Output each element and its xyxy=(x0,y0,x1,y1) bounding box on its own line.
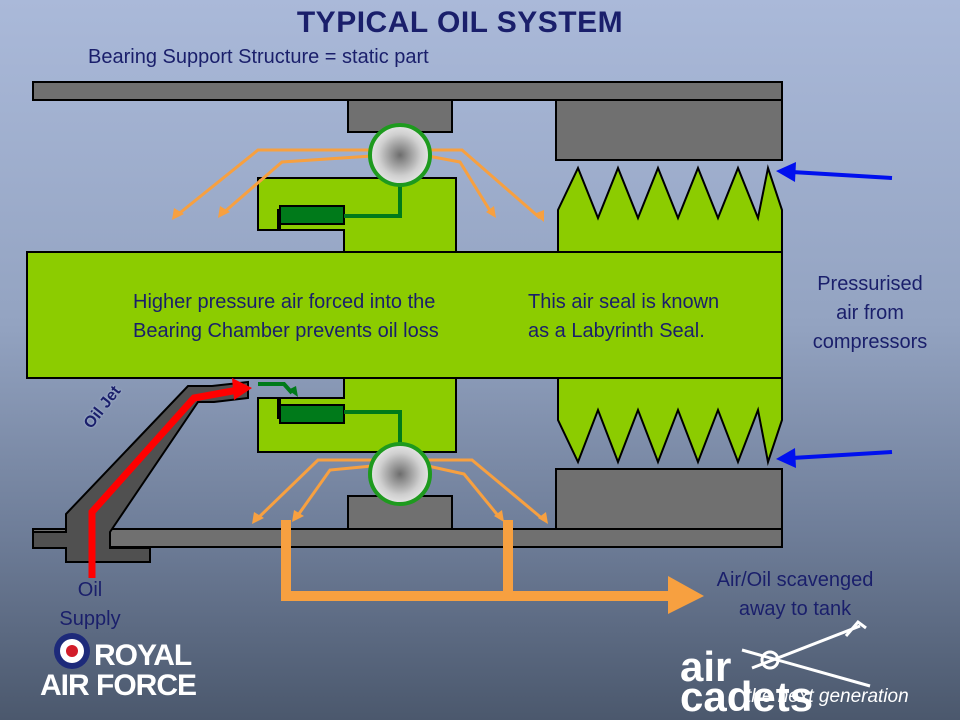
labyrinth-seal-note-line1: This air seal is known xyxy=(528,291,720,313)
oil-jet-deflect-arrowhead xyxy=(288,386,298,397)
upper-support-bar xyxy=(32,81,783,101)
lower-seal-housing xyxy=(555,468,783,530)
scavenge-arrowhead xyxy=(668,576,704,614)
bearing-support-caption: Bearing Support Structure = static part xyxy=(88,46,429,68)
scavenge-label: Air/Oil scavenged away to tank xyxy=(690,566,900,624)
bearing-chamber-note: Higher pressure air forced into the Bear… xyxy=(133,288,439,346)
lower-bearing xyxy=(368,442,432,506)
upper-oil-mist-arrows xyxy=(175,148,541,220)
oil-supply-label: Oil Supply xyxy=(50,576,130,634)
pressurised-air-line3: compressors xyxy=(812,331,928,353)
air-cadets-logo: air cadets xyxy=(680,643,814,720)
pressurised-air-line1: Pressurised xyxy=(817,273,923,295)
oil-jet-arrowhead xyxy=(232,378,252,400)
oil-jet-deflect-arrow xyxy=(258,382,294,395)
raf-roundel-inner xyxy=(66,645,78,657)
lower-oil-mist-arrows xyxy=(254,458,545,522)
oil-supply-line xyxy=(88,386,239,578)
raf-logo: ROYAL AIR FORCE xyxy=(40,639,197,702)
oil-jet-pipe xyxy=(32,380,249,563)
lower-air-arrow xyxy=(791,450,893,460)
lower-oil-seal-pad xyxy=(279,404,345,424)
labyrinth-seal-note: This air seal is known as a Labyrinth Se… xyxy=(528,288,719,346)
air-cadets-word-air: air xyxy=(680,643,732,690)
upper-air-arrow xyxy=(791,170,893,180)
lower-support-bar xyxy=(32,528,783,548)
lower-labyrinth-seal xyxy=(557,377,783,466)
rotating-shaft xyxy=(26,251,783,379)
scavenge-line1: Air/Oil scavenged xyxy=(716,569,874,591)
lower-oil-mist-arrowheads xyxy=(252,510,548,524)
lower-chamber-seal xyxy=(257,377,457,453)
upper-bearing xyxy=(368,123,432,187)
upper-oil-mist-arrowheads xyxy=(172,206,544,222)
raf-logo-airforce: AIR FORCE xyxy=(40,669,197,702)
scavenge-line2: away to tank xyxy=(738,598,852,620)
labyrinth-seal-note-line2: as a Labyrinth Seal. xyxy=(528,320,705,342)
lower-air-arrowhead xyxy=(776,448,796,468)
lower-seal-feed-line xyxy=(344,410,402,446)
upper-seal-feed-line xyxy=(344,180,402,218)
bearing-chamber-note-line2: Bearing Chamber prevents oil loss xyxy=(133,320,439,342)
scavenge-pipe xyxy=(281,520,668,601)
raf-logo-royal: ROYAL xyxy=(94,639,192,672)
pressurised-air-line2: air from xyxy=(836,302,904,324)
pressurised-air-label: Pressurised air from compressors xyxy=(796,270,944,357)
upper-air-arrowhead xyxy=(776,162,796,182)
bearing-chamber-note-line1: Higher pressure air forced into the xyxy=(133,291,436,313)
oil-supply-line2: Supply xyxy=(59,608,121,630)
air-cadets-tagline: the next generation xyxy=(746,686,909,707)
upper-oil-seal-pad xyxy=(279,205,345,225)
air-cadets-word-cadets: cadets xyxy=(680,673,814,720)
page-title: TYPICAL OIL SYSTEM xyxy=(296,6,624,39)
oil-supply-line1: Oil xyxy=(77,579,103,601)
upper-labyrinth-seal xyxy=(557,164,783,253)
upper-seal-housing xyxy=(555,99,783,161)
glider-emblem-icon xyxy=(741,619,871,688)
